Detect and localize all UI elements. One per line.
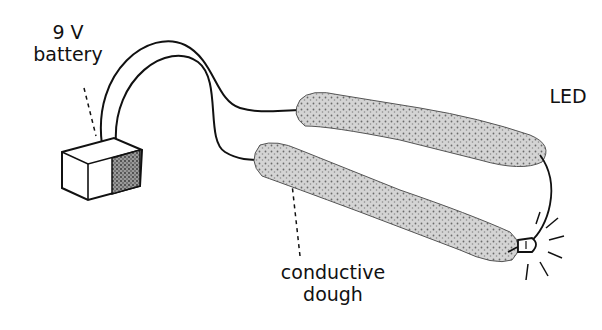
battery: [62, 138, 142, 200]
dough-roll: [254, 143, 519, 262]
label: 9 V battery: [18, 22, 118, 66]
leader-line: [292, 184, 300, 256]
label: LED: [540, 86, 596, 108]
led: [518, 212, 564, 280]
label: conductive dough: [268, 262, 398, 306]
wire: [116, 56, 262, 160]
wire: [101, 41, 302, 145]
dough-roll: [296, 92, 546, 166]
wire: [508, 247, 518, 252]
leader-line: [84, 88, 96, 136]
wire: [530, 155, 551, 242]
